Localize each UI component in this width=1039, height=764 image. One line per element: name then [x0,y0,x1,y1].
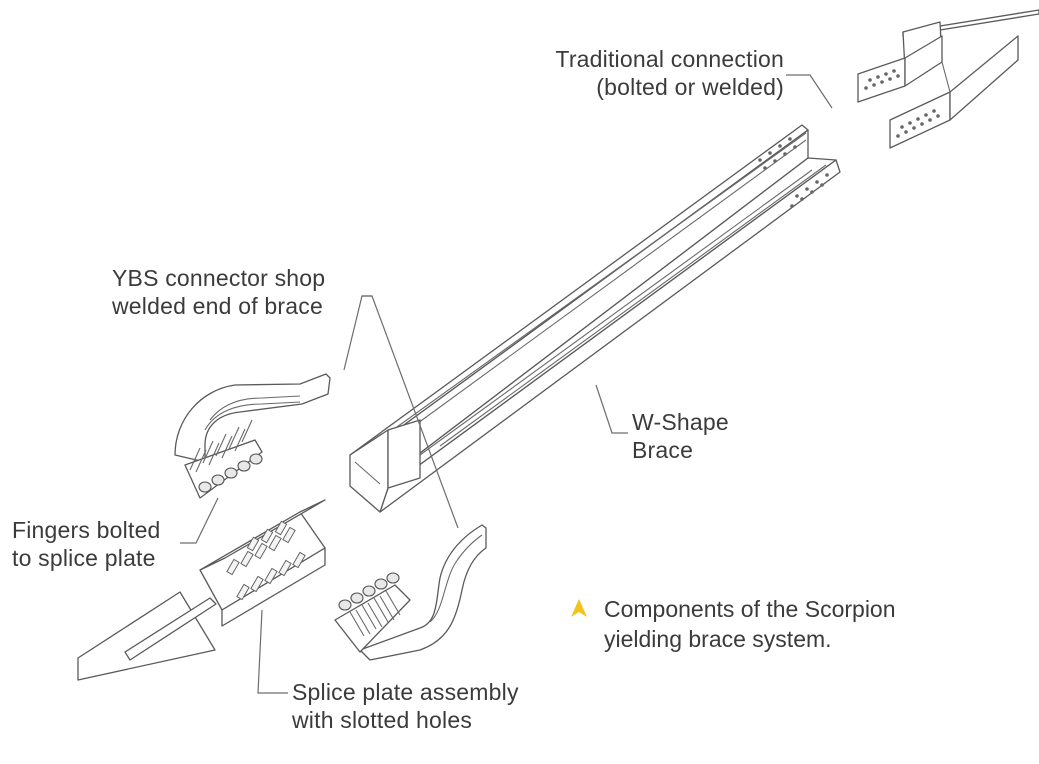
label-fingers: Fingers bolted to splice plate [12,516,161,572]
label-line: YBS connector shop [112,265,326,291]
leader-ybs-lower [362,295,459,529]
label-line: Splice plate assembly [292,679,519,705]
splice-plate-assembly [77,499,326,681]
leader-wshape [595,384,628,434]
label-line: to splice plate [12,545,156,571]
caption-line: yielding brace system. [604,626,832,652]
label-ybs-connector: YBS connector shop welded end of brace [112,264,325,320]
leader-lines [180,74,833,694]
leader-traditional [786,74,833,109]
caption-text: Components of the Scorpion yielding brac… [604,594,896,654]
leader-splice [257,609,288,694]
label-line: Traditional connection [555,46,784,72]
label-line: welded end of brace [112,293,323,319]
label-line: with slotted holes [292,707,473,733]
label-line: (bolted or welded) [596,74,784,100]
label-line: W-Shape [632,409,729,435]
triangle-marker-icon [571,599,587,617]
w-shape-brace [349,124,841,513]
ybs-connector-upper [174,373,331,499]
leader-ybs-upper [343,295,372,371]
label-splice-plate: Splice plate assembly with slotted holes [292,678,519,734]
leader-fingers [180,497,219,544]
caption-line: Components of the Scorpion [604,596,896,622]
label-line: Brace [632,437,694,463]
traditional-connection-plates [857,9,1039,149]
label-traditional-connection: Traditional connection (bolted or welded… [532,45,784,101]
label-line: Fingers bolted [12,517,161,543]
label-w-shape-brace: W-Shape Brace [632,408,729,464]
ybs-connector-lower [334,524,487,661]
